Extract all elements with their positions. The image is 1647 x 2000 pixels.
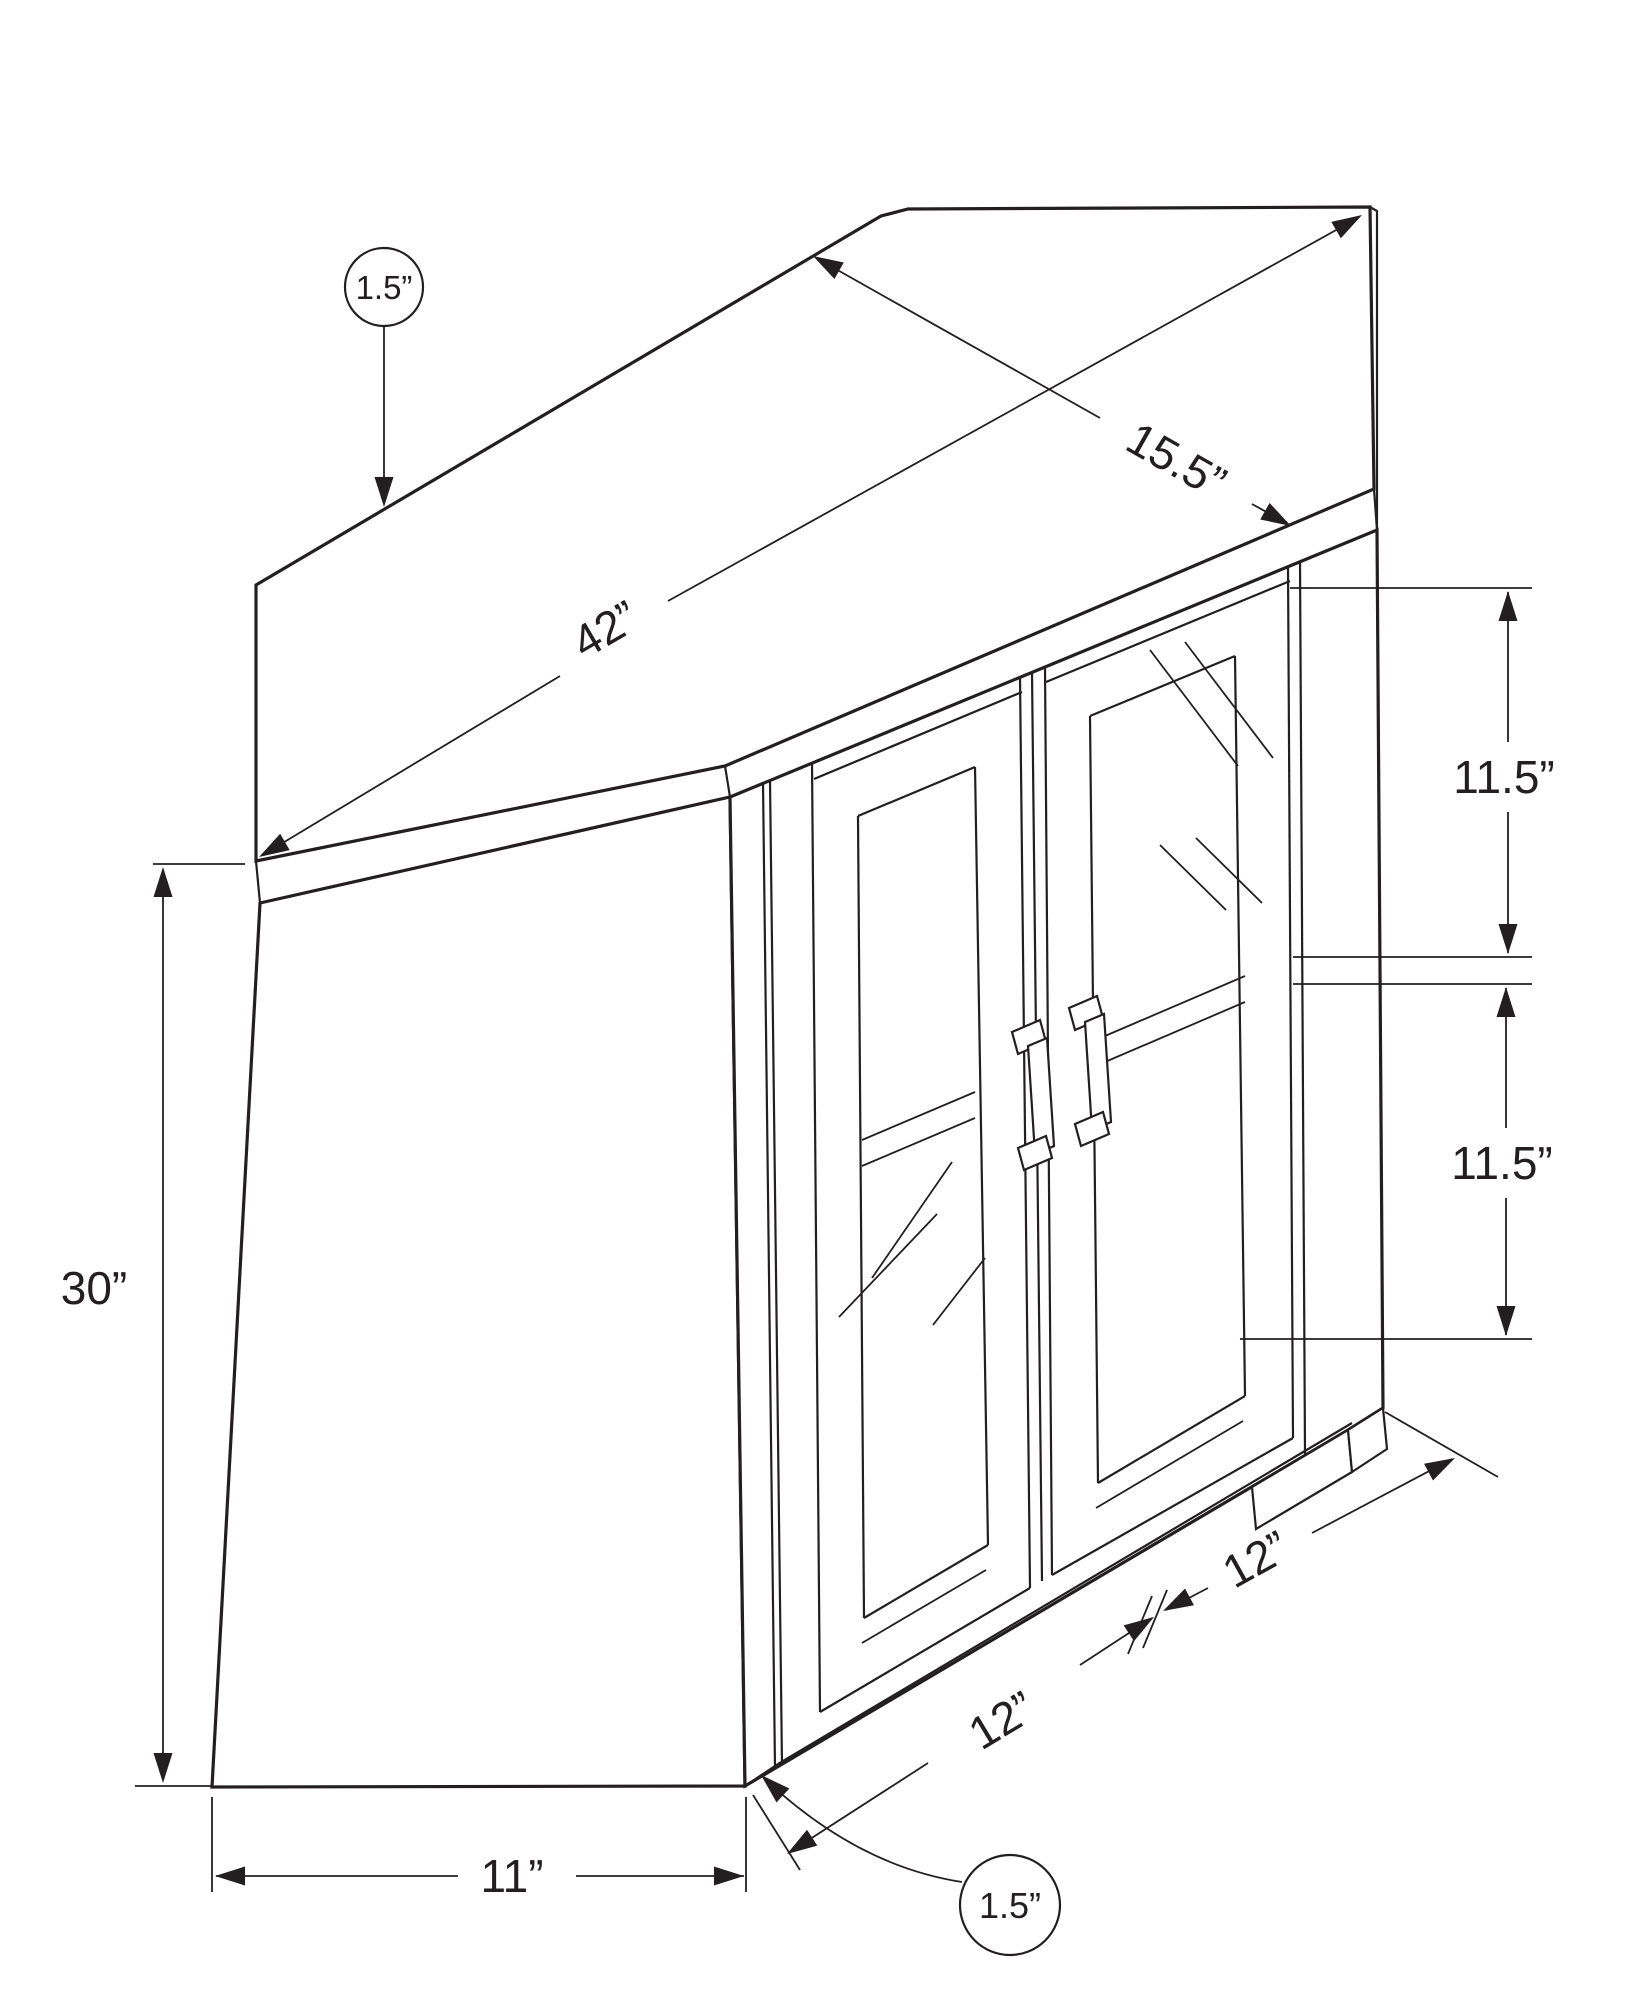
left-door-rail-line — [861, 1569, 987, 1644]
top-surface — [254, 205, 1376, 863]
top-right-outer-edge — [1369, 206, 1379, 530]
left-door-glass-bottom — [863, 1544, 989, 1619]
right-door-bottom-edge — [1051, 1437, 1294, 1576]
right-door-top-edge — [1045, 579, 1291, 684]
plinth-top-line — [777, 1422, 1353, 1765]
arrowhead-icon — [1331, 215, 1362, 239]
dim-label-height: 30” — [61, 1262, 127, 1314]
top-front-corner-edge — [723, 765, 732, 798]
door-handles — [1010, 994, 1113, 1172]
right-handle-bottom-tab — [1073, 1110, 1111, 1148]
left-side-panel — [210, 795, 747, 1789]
top-left-band-edge — [254, 860, 262, 904]
dim-label-door-left: 12” — [960, 1681, 1044, 1760]
reflection-left-2 — [838, 1213, 938, 1318]
front-face — [728, 527, 1389, 1789]
left-handle-bar — [1026, 1036, 1056, 1156]
arrowhead-icon — [714, 1866, 744, 1886]
reflection-right-2 — [1184, 641, 1274, 759]
base-feet — [744, 1406, 1389, 1787]
division-tick-1 — [1127, 1595, 1153, 1655]
ext-door-right — [1384, 1411, 1499, 1478]
dim-42-seg1 — [265, 675, 561, 854]
dim-label-top-thickness: 1.5” — [356, 269, 413, 306]
right-door-right-edge — [1286, 565, 1295, 1439]
reflection-right-1 — [1149, 649, 1239, 767]
arrowhead-icon — [374, 477, 394, 507]
left-door-glass-left — [856, 815, 866, 1619]
right-door-glass-right — [1233, 655, 1247, 1397]
dim-top-thickness-callout: 1.5” — [343, 246, 425, 507]
left-door — [810, 676, 1032, 1713]
right-door-glass-bottom — [1097, 1395, 1246, 1484]
right-door-glass-top — [1089, 654, 1236, 718]
left-door-right-edge — [1018, 676, 1032, 1589]
left-handle-bottom-tab — [1016, 1134, 1054, 1172]
left-door-glass-right — [973, 766, 990, 1546]
dim-12L-seg1 — [789, 1762, 929, 1853]
reflection-left-3 — [932, 1257, 986, 1326]
right-foot-side — [1346, 1406, 1389, 1474]
base-callout-circle — [958, 1853, 1062, 1957]
arrowhead-icon — [1496, 1306, 1516, 1336]
ext-door-left — [752, 1794, 801, 1871]
shelf-edge-right-glass-bottom — [1097, 1001, 1246, 1066]
front-corner-line-1 — [761, 782, 777, 1769]
dim-42-seg2 — [667, 218, 1357, 602]
arrowhead-icon — [1498, 924, 1518, 954]
reflection-left-1 — [871, 1161, 953, 1279]
dim-height-30: 30” — [61, 863, 245, 1787]
dim-side-11: 11” — [211, 1797, 747, 1902]
left-door-top-edge — [813, 690, 1023, 781]
cabinet — [210, 205, 1389, 1789]
right-door-rail-line — [1095, 1420, 1244, 1509]
reflection-right-4 — [1195, 837, 1263, 904]
reflection-right-3 — [1159, 844, 1227, 911]
shelf-edge-left-glass-bottom — [861, 1117, 976, 1167]
shelf-edge-right-glass-top — [1097, 975, 1246, 1040]
dim-label-opening-upper: 11.5” — [1453, 751, 1554, 803]
dim-base-thickness-callout: 1.5” — [761, 1775, 1062, 1957]
arrowhead-icon — [1123, 1617, 1154, 1642]
right-handle-bar — [1083, 1012, 1113, 1132]
arrowhead-icon — [1424, 1458, 1455, 1481]
arrowhead-icon — [787, 1829, 818, 1854]
frame-right-inner — [1298, 560, 1307, 1455]
left-door-bottom-edge — [819, 1587, 1031, 1713]
right-door-handle — [1067, 994, 1113, 1148]
arrowhead-icon — [259, 833, 290, 857]
front-corner-line-2 — [768, 779, 784, 1766]
dim-155-seg1 — [817, 258, 1101, 419]
dim-lower-11-5: 11.5” — [1240, 983, 1553, 1340]
plinth-end-cap — [744, 1763, 779, 1787]
dim-label-door-right: 12” — [1214, 1520, 1297, 1598]
dim-label-base-thickness: 1.5” — [979, 1885, 1041, 1926]
dim-label-side-depth: 11” — [480, 1850, 543, 1902]
arrowhead-icon — [761, 1775, 790, 1803]
left-door-left-edge — [810, 762, 822, 1713]
arrowhead-icon — [153, 1753, 173, 1783]
glass-reflections — [838, 641, 1274, 1326]
dim-label-opening-lower: 11.5” — [1451, 1137, 1552, 1189]
left-door-handle — [1010, 1018, 1056, 1172]
division-tick-2 — [1142, 1589, 1168, 1649]
shelf-edge-left-glass-top — [861, 1091, 976, 1141]
arrowhead-icon — [813, 256, 844, 280]
glass-shelf-lines — [861, 975, 1246, 1167]
arrowhead-icon — [1163, 1588, 1194, 1611]
arrowhead-icon — [215, 1866, 245, 1886]
dim-upper-11-5: 11.5” — [1290, 587, 1555, 958]
base-callout-leader — [765, 1779, 963, 1883]
arrowhead-icon — [1260, 502, 1291, 526]
arrowhead-icon — [1496, 987, 1516, 1017]
arrowhead-icon — [153, 867, 173, 897]
left-door-glass-top — [857, 765, 976, 818]
top-right-band-edge — [1372, 488, 1379, 531]
arrowhead-icon — [1498, 591, 1518, 621]
